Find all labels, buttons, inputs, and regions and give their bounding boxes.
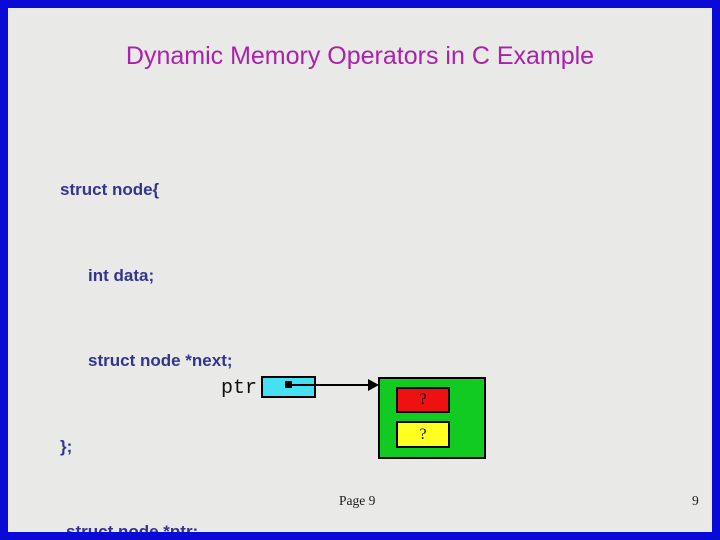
footer-page-label: Page 9 [339,493,376,508]
code-line-struct-close: }; [60,436,73,456]
pointer-label: ptr [221,377,258,400]
code-line-next: struct node *next; [88,351,233,370]
slide-title: Dynamic Memory Operators in C Example [125,42,595,70]
data-field-box: ? [396,387,450,413]
next-field-box: ? [396,421,450,448]
code-line-struct-open: struct node{ [60,180,160,199]
pointer-arrow-icon [290,379,379,391]
allocated-node-box: ? ? [378,377,486,459]
code-block: struct node{ int data; struct node *next… [60,119,365,540]
code-line-int-data: int data; [88,265,155,285]
slide-number: 9 [692,493,699,508]
arrow-origin-dot-icon [285,381,292,388]
